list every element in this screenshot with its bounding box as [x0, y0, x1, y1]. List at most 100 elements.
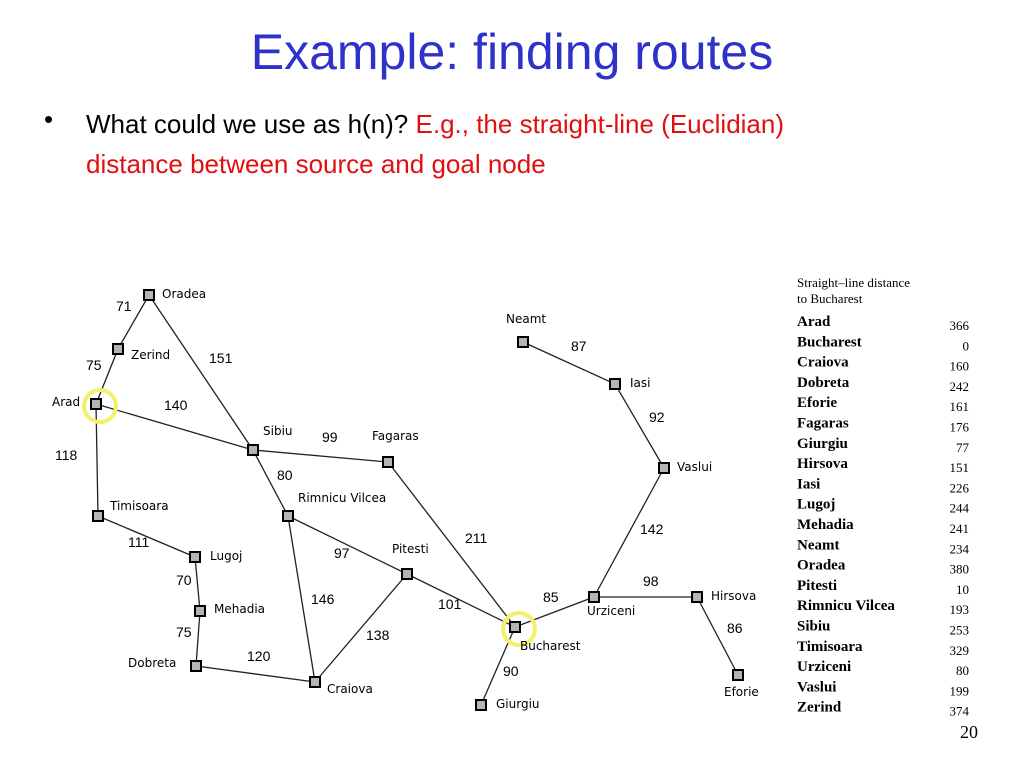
city-label-dobreta: Dobreta [128, 656, 176, 670]
road-sibiu-fagaras [252, 449, 389, 463]
road-hirsova-eforie [696, 596, 739, 676]
road-vaslui-iasi [614, 383, 665, 469]
sld-value-fagaras: 176 [950, 420, 970, 435]
distance-label-craiova-pitesti: 138 [366, 627, 390, 643]
city-label-oradea: Oradea [162, 287, 206, 301]
sld-value-oradea: 380 [950, 562, 970, 577]
sld-value-pitesti: 10 [956, 582, 969, 597]
sld-city-zerind: Zerind [797, 700, 842, 716]
city-node-zerind [112, 343, 124, 355]
road-arad-sibiu [95, 403, 254, 451]
road-fagaras-bucharest [387, 461, 516, 628]
distance-label-timisoara-lugoj: 111 [128, 534, 149, 550]
distance-label-vaslui-iasi: 92 [649, 409, 665, 425]
city-label-iasi: Iasi [630, 376, 650, 390]
city-node-pitesti [401, 568, 413, 580]
sld-value-timisoara: 329 [950, 643, 970, 658]
city-node-eforie [732, 669, 744, 681]
city-node-timisoara [92, 510, 104, 522]
distance-label-arad-timisoara: 118 [55, 447, 78, 463]
city-label-fagaras: Fagaras [372, 429, 419, 443]
city-label-sibiu: Sibiu [263, 424, 293, 438]
city-label-mehadia: Mehadia [214, 602, 265, 616]
sld-city-urziceni: Urziceni [797, 659, 851, 675]
city-node-vaslui [658, 462, 670, 474]
city-node-rimnicu-vilcea [282, 510, 294, 522]
sld-city-eforie: Eforie [797, 395, 837, 411]
sld-city-oradea: Oradea [797, 558, 846, 574]
city-label-giurgiu: Giurgiu [496, 697, 540, 711]
road-mehadia-dobreta [195, 610, 201, 667]
bullet-answer: E.g., the straight-line (Euclidian) dist… [86, 109, 785, 179]
sld-value-bucharest: 0 [963, 338, 970, 353]
sld-value-arad: 366 [950, 318, 970, 333]
city-node-oradea [143, 289, 155, 301]
sld-value-lugoj: 244 [950, 501, 970, 516]
city-label-timisoara: Timisoara [109, 499, 169, 513]
city-node-lugoj [189, 551, 201, 563]
city-label-eforie: Eforie [724, 685, 759, 699]
road-iasi-neamt [522, 341, 616, 385]
city-label-hirsova: Hirsova [711, 589, 756, 603]
slide-title: Example: finding routes [250, 24, 774, 80]
sld-city-craiova: Craiova [797, 355, 849, 371]
road-dobreta-craiova [195, 665, 316, 683]
sld-city-iasi: Iasi [797, 476, 820, 492]
sld-city-fagaras: Fagaras [797, 416, 849, 432]
bullet-marker: • [44, 104, 54, 134]
sld-city-timisoara: Timisoara [797, 639, 863, 655]
highlight-circles [82, 388, 537, 647]
city-label-rimnicu-vilcea: Rimnicu Vilcea [298, 491, 386, 505]
city-node-neamt [517, 336, 529, 348]
sld-value-rimnicu-vilcea: 193 [950, 602, 970, 617]
sld-value-mehadia: 241 [950, 521, 970, 536]
city-label-vaslui: Vaslui [677, 460, 712, 474]
distance-label-iasi-neamt: 87 [571, 338, 587, 354]
sld-city-rimnicu-vilcea: Rimnicu Vilcea [797, 598, 895, 614]
sld-value-neamt: 234 [950, 541, 970, 556]
sld-value-giurgiu: 77 [956, 440, 970, 455]
sld-city-arad: Arad [797, 314, 831, 330]
city-label-neamt: Neamt [506, 312, 546, 326]
road-bucharest-urziceni [514, 596, 595, 628]
city-label-bucharest: Bucharest [520, 639, 581, 653]
distance-label-mehadia-dobreta: 75 [176, 624, 192, 640]
distance-label-bucharest-urziceni: 85 [543, 589, 559, 605]
sld-value-iasi: 226 [950, 480, 970, 495]
distance-label-urziceni-hirsova: 98 [643, 573, 659, 589]
road-sibiu-rimnicu-vilcea [252, 449, 289, 517]
bullet-question: What could we use as h(n)? [86, 109, 416, 139]
city-label-urziceni: Urziceni [587, 604, 635, 618]
road-lugoj-mehadia [194, 556, 201, 612]
sld-city-hirsova: Hirsova [797, 456, 848, 472]
sld-city-sibiu: Sibiu [797, 619, 830, 635]
road-oradea-zerind [117, 294, 150, 350]
distance-label-bucharest-giurgiu: 90 [503, 663, 519, 679]
sld-city-pitesti: Pitesti [797, 578, 837, 594]
sld-value-dobreta: 242 [950, 379, 970, 394]
distance-label-pitesti-bucharest: 101 [438, 596, 462, 612]
sld-value-craiova: 160 [950, 359, 970, 374]
city-node-giurgiu [475, 699, 487, 711]
road-rimnicu-vilcea-craiova [287, 515, 316, 683]
sld-city-bucharest: Bucharest [797, 334, 862, 350]
sld-value-zerind: 374 [950, 704, 970, 719]
city-node-arad [90, 398, 102, 410]
distance-label-hirsova-eforie: 86 [727, 620, 743, 636]
page-number: 20 [960, 722, 978, 742]
distance-label-dobreta-craiova: 120 [247, 648, 271, 664]
distance-label-oradea-sibiu: 151 [209, 350, 233, 366]
sld-value-vaslui: 199 [950, 683, 970, 698]
distance-label-fagaras-bucharest: 211 [465, 530, 488, 546]
distance-label-sibiu-rimnicu-vilcea: 80 [277, 467, 293, 483]
sld-city-neamt: Neamt [797, 537, 839, 553]
sld-table-heading: Straight–line distance [797, 275, 910, 290]
distance-label-lugoj-mehadia: 70 [176, 572, 192, 588]
distance-label-rimnicu-vilcea-craiova: 146 [311, 591, 335, 607]
city-label-craiova: Craiova [327, 682, 373, 696]
sld-value-urziceni: 80 [956, 663, 969, 678]
distance-label-sibiu-fagaras: 99 [322, 429, 338, 445]
